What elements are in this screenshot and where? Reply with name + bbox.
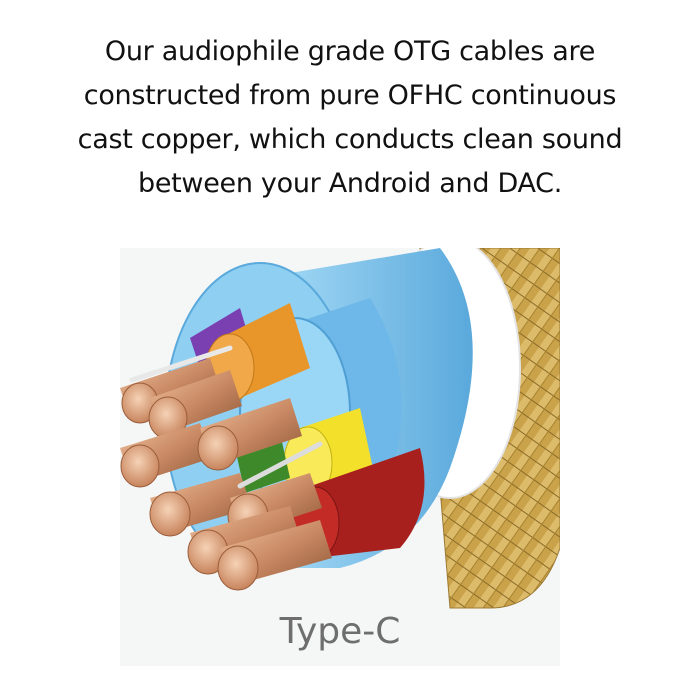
headline-line: Our audiophile grade OTG cables are — [104, 36, 596, 67]
headline-line: constructed from pure OFHC continuous — [83, 80, 617, 111]
cable-cross-section-image — [120, 248, 560, 666]
connector-type-label: Type-C — [279, 611, 401, 652]
copper-strands — [120, 345, 332, 591]
cable-illustration — [120, 248, 560, 609]
headline-line: cast copper, which conducts clean sound — [77, 124, 623, 155]
headline: Our audiophile grade OTG cables are cons… — [20, 30, 680, 206]
headline-line: between your Android and DAC. — [137, 168, 563, 199]
